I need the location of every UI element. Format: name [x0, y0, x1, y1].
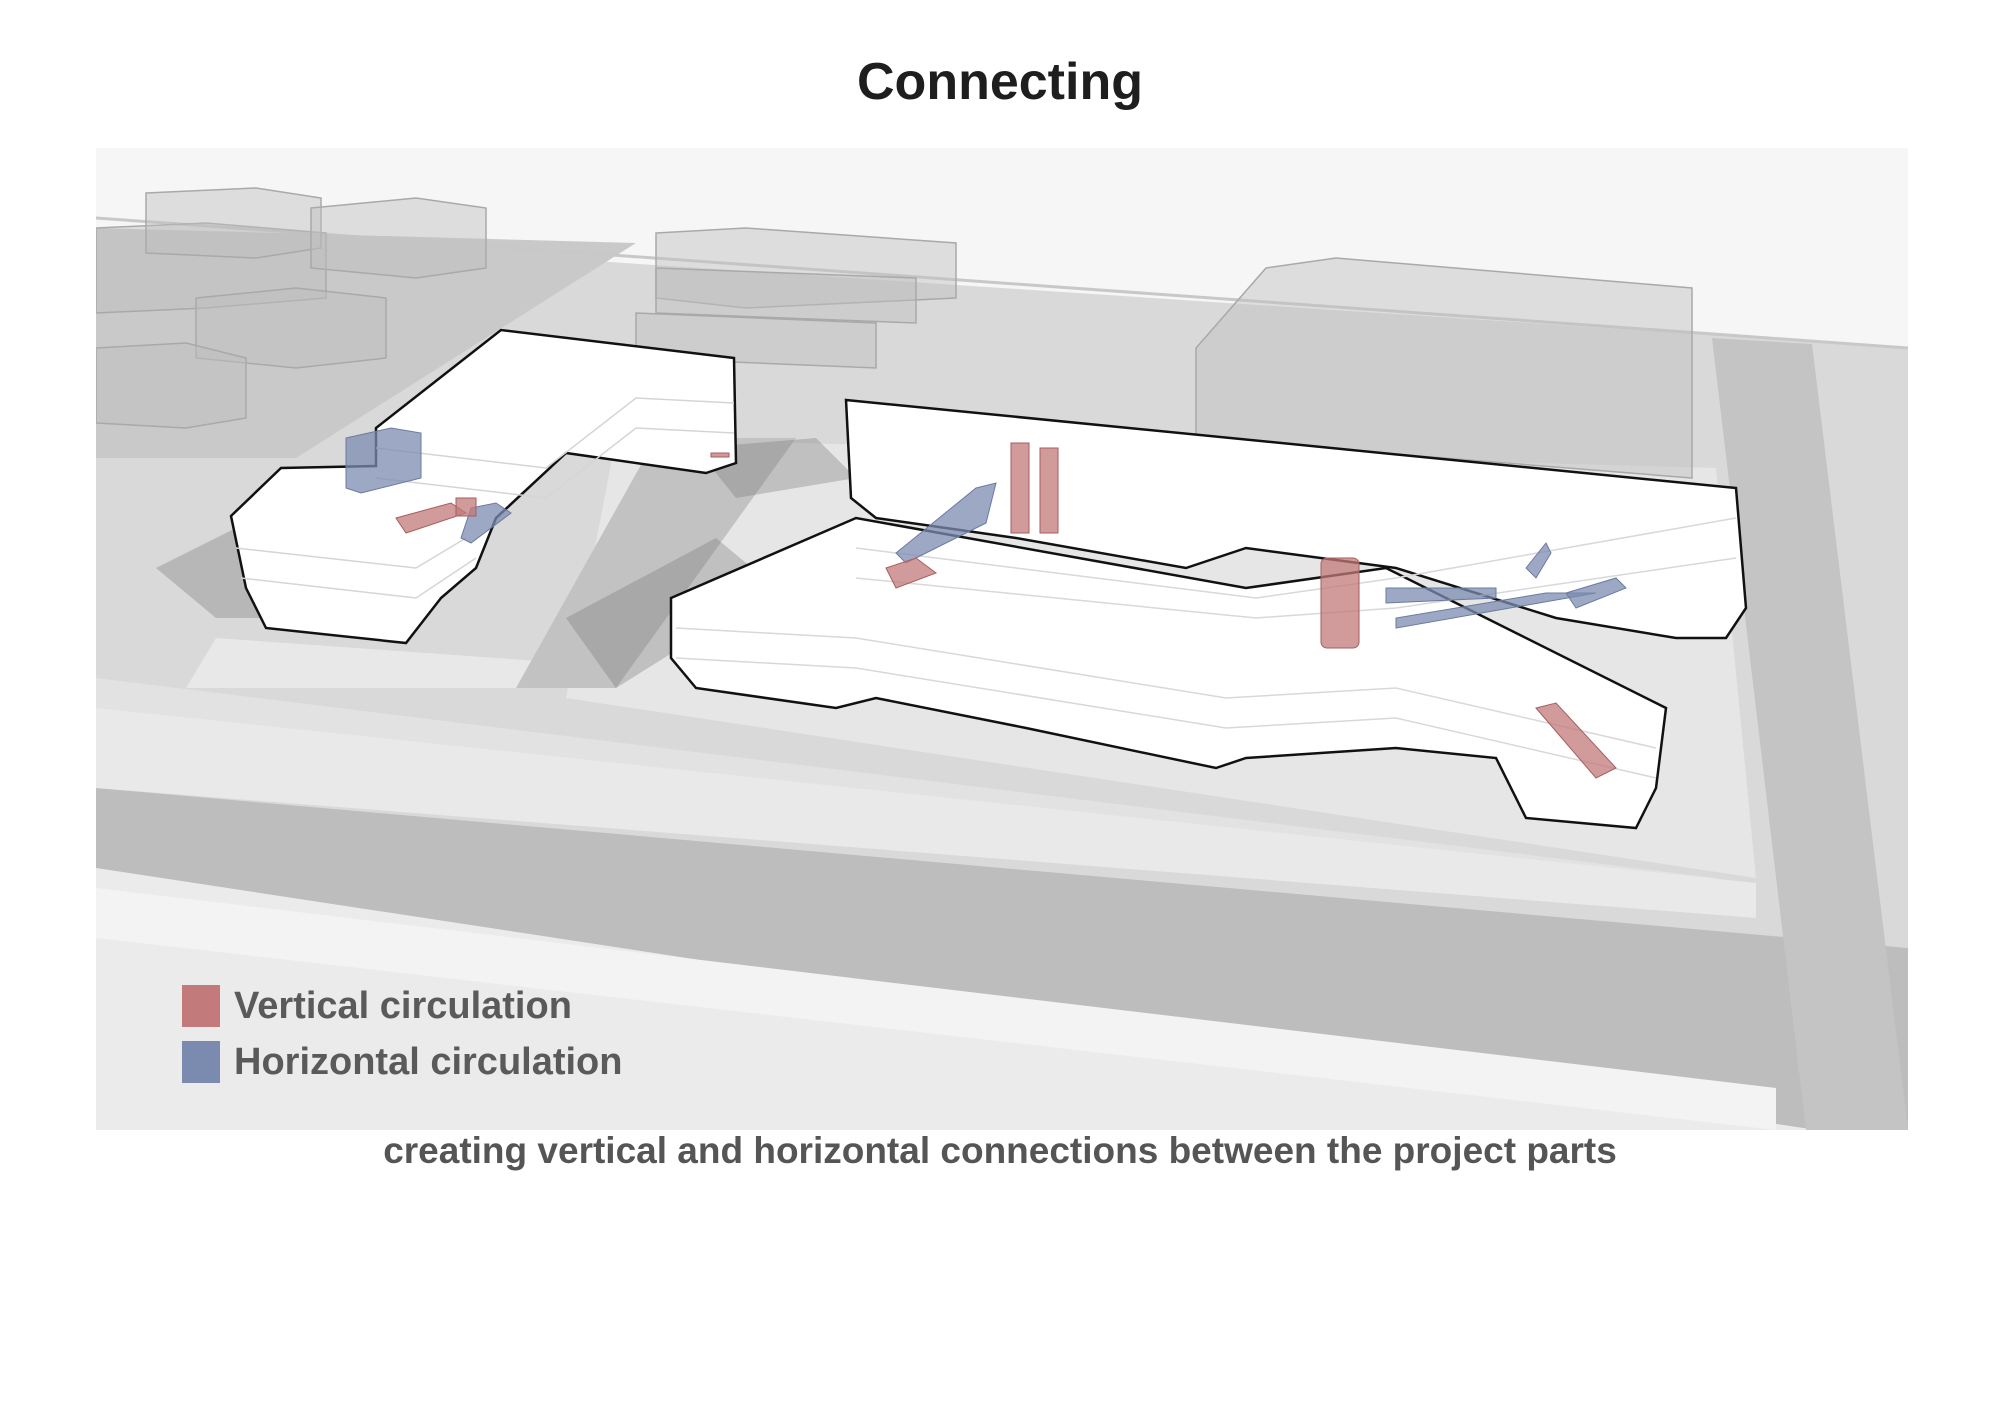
legend-item-horizontal: Horizontal circulation [182, 1034, 622, 1090]
legend-label-vertical: Vertical circulation [234, 984, 572, 1027]
legend-label-horizontal: Horizontal circulation [234, 1040, 623, 1083]
top-road [96, 228, 636, 458]
site-edge-line [96, 216, 1908, 350]
building-long [844, 398, 1748, 640]
diagram-caption: creating vertical and horizontal connect… [383, 1130, 1617, 1171]
building-left-floors [235, 397, 735, 599]
context-buildings [96, 187, 1693, 479]
road-main [96, 788, 1908, 1130]
axonometric-site-diagram: Vertical circulation Horizontal circulat… [96, 148, 1908, 1130]
legend-swatch-horizontal [182, 1041, 220, 1083]
legend-swatch-vertical [182, 985, 220, 1027]
legend-item-vertical: Vertical circulation [182, 978, 622, 1034]
plaza-lower [96, 678, 1716, 883]
road-right [1712, 338, 1908, 1130]
legend: Vertical circulation Horizontal circulat… [182, 978, 622, 1090]
lower-strip [96, 708, 1756, 918]
vertical-circulation [395, 442, 1617, 779]
page-title: Connecting [857, 53, 1143, 111]
horizontal-circulation [345, 427, 1627, 629]
road-diagonal [516, 438, 796, 688]
sidewalk-edge [96, 888, 1776, 1130]
